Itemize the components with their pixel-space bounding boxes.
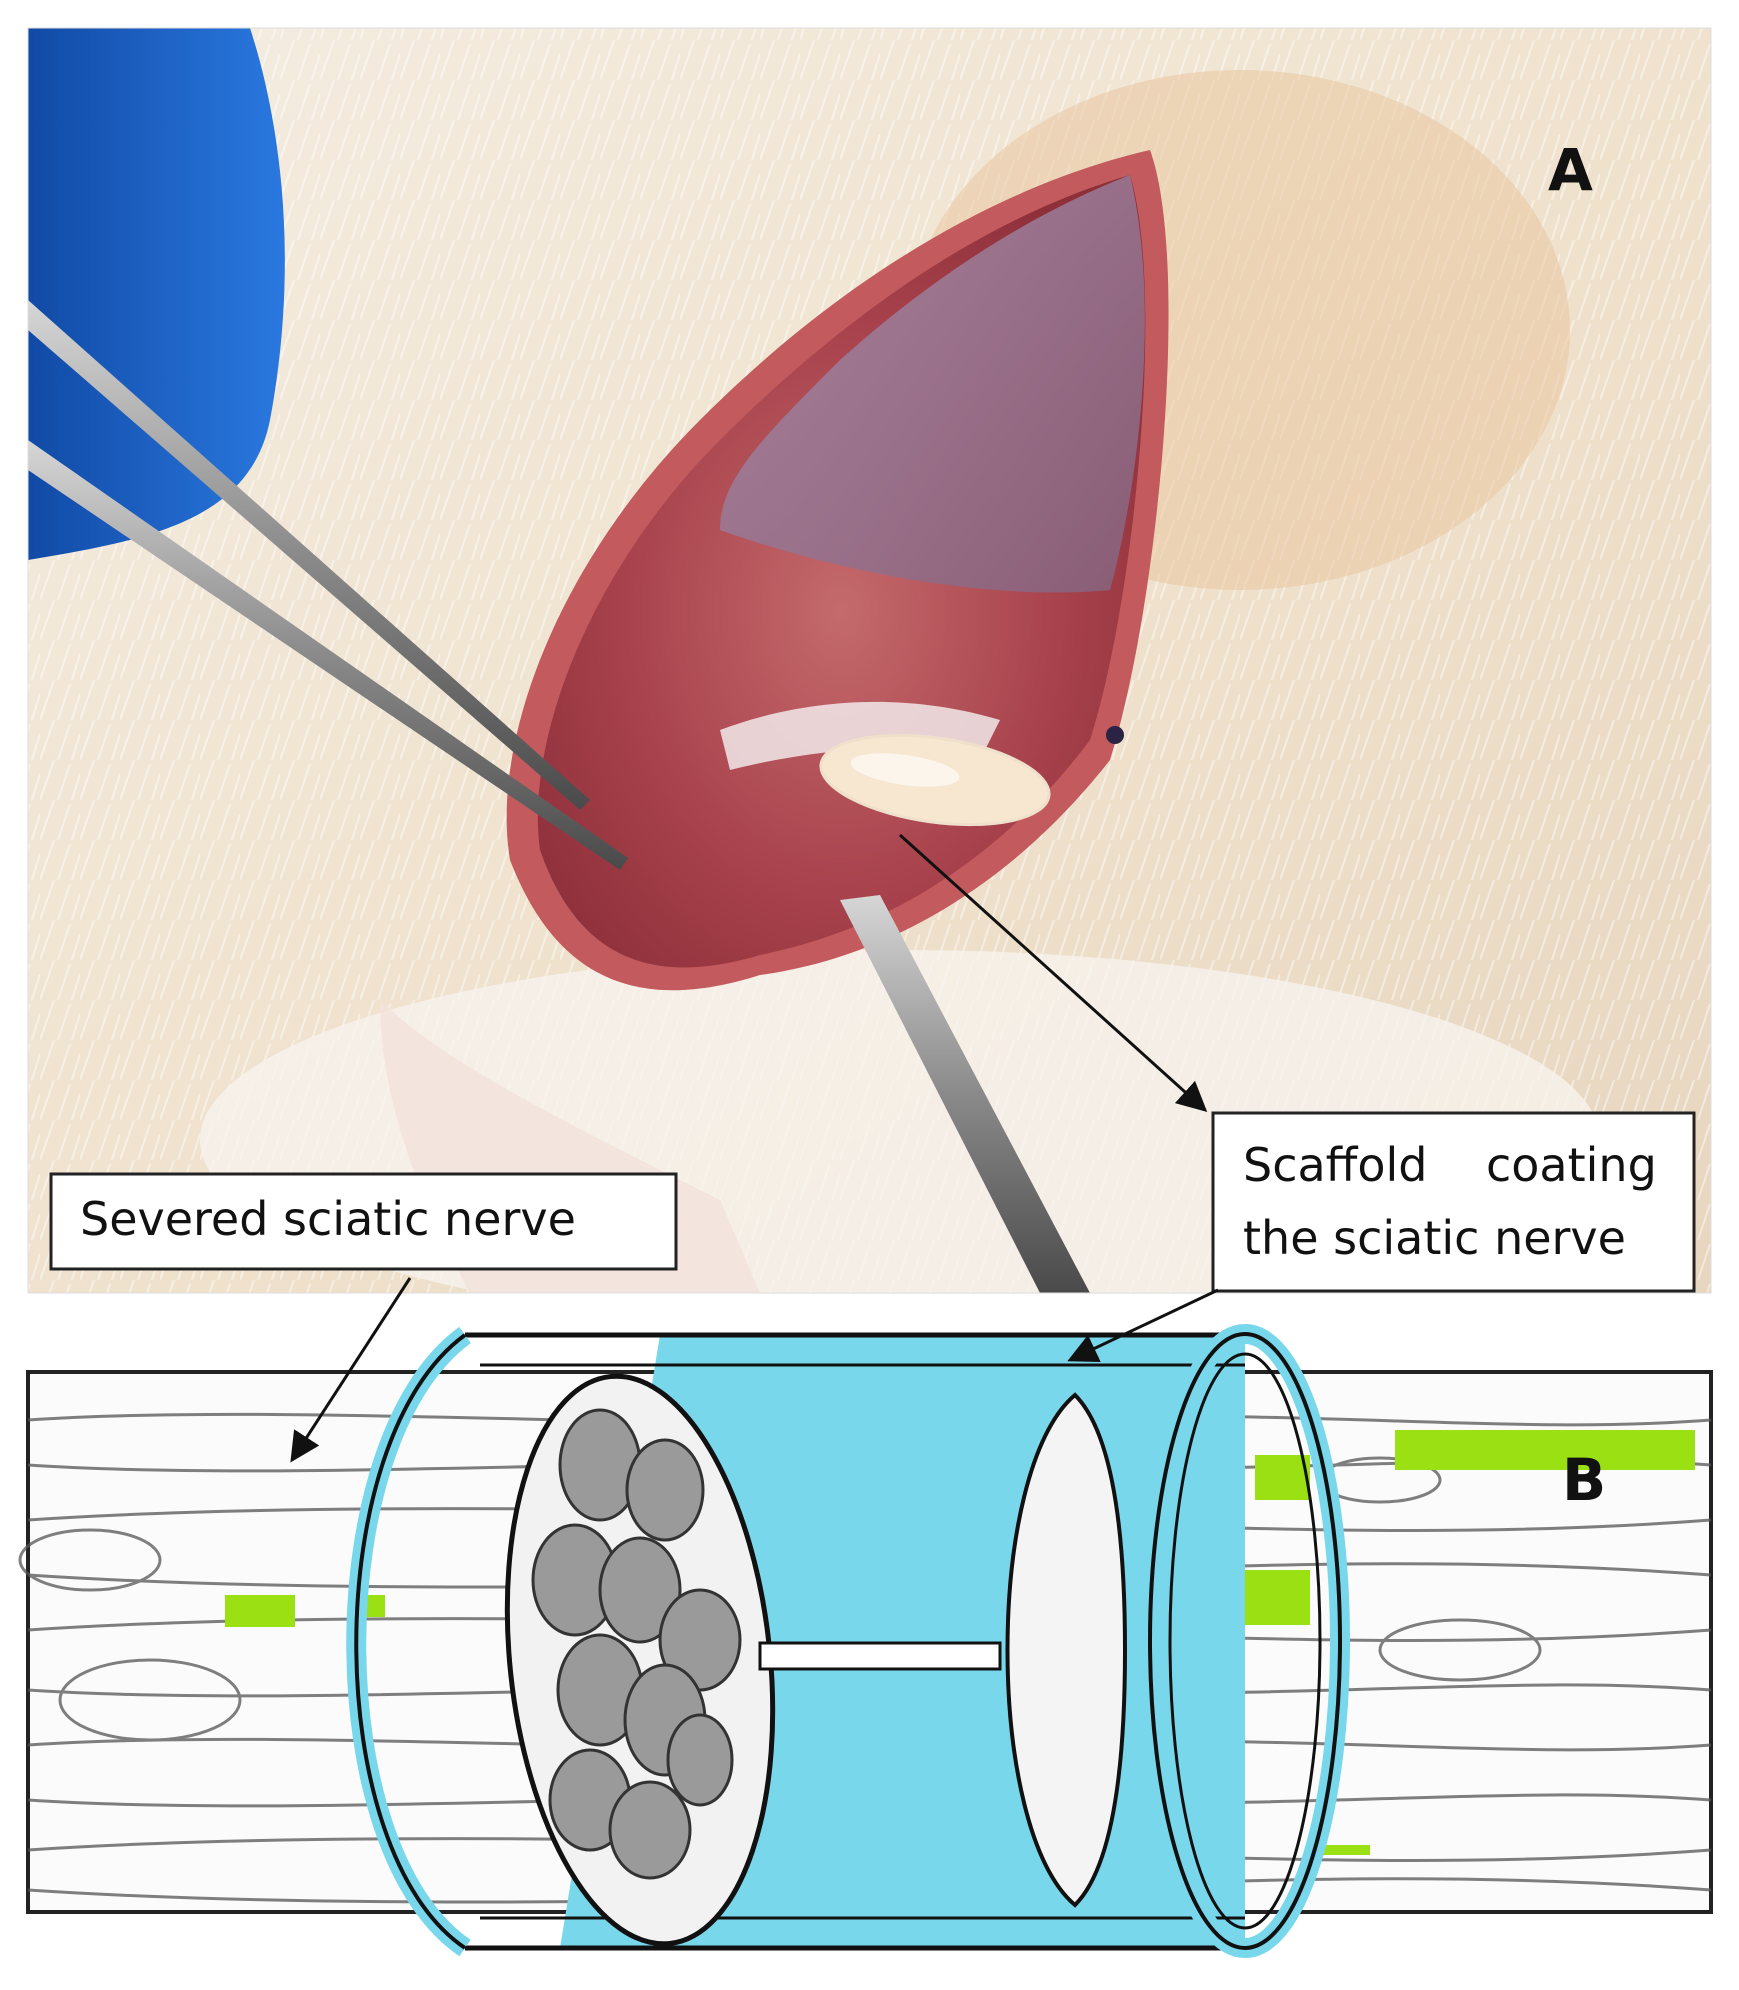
green-mark: [1395, 1430, 1695, 1470]
forceps-upper: [28, 300, 590, 810]
callout-text-scaffold-line1: Scaffold coating: [1243, 1138, 1657, 1192]
arrow-to-severed-nerve: [290, 1277, 412, 1463]
green-mark: [1310, 1845, 1370, 1855]
tube-right-rim-edge: [1148, 1332, 1342, 1950]
callout-scaffold: Scaffold coating the sciatic nerve: [1211, 1111, 1696, 1293]
green-mark: [225, 1595, 295, 1627]
probe-instrument: [840, 895, 1090, 1293]
gap-channel: [758, 1641, 1002, 1671]
fascicle: [608, 1780, 692, 1880]
photo-frame: [27, 27, 1712, 1294]
nerve-loop: [18, 1528, 162, 1592]
suture-knot: [1106, 726, 1124, 744]
muscle-sheath: [720, 175, 1145, 593]
panel-label-a: A: [1548, 136, 1593, 204]
diagram-panel-b: [18, 1324, 1713, 1958]
green-mark: [1255, 1455, 1310, 1500]
arrow-to-scaffold-in-photo: [898, 833, 1208, 1113]
photo-panel-a: [28, 28, 1711, 1293]
fascicle: [625, 1438, 705, 1542]
callout-text-scaffold-line2: the sciatic nerve: [1243, 1211, 1626, 1265]
glove: [28, 28, 285, 560]
forceps-lower: [28, 440, 628, 870]
fascicles: [531, 1408, 742, 1880]
tube-left-rim-edge: [354, 1333, 467, 1950]
nerve-loop: [58, 1658, 242, 1742]
connective-tissue: [720, 701, 1000, 770]
callout-text-severed: Severed sciatic nerve: [80, 1192, 576, 1246]
panel-label-b: B: [1562, 1446, 1606, 1514]
fascicle: [598, 1536, 682, 1644]
nerve-loop: [1378, 1618, 1542, 1682]
arrow-to-scaffold-tube: [1067, 1288, 1219, 1363]
callout-box-severed: [49, 1172, 678, 1271]
right-stump-face: [1005, 1392, 1128, 1908]
fascicle: [666, 1713, 734, 1807]
callout-box-scaffold: [1211, 1111, 1696, 1293]
callout-severed-nerve: Severed sciatic nerve: [49, 1172, 678, 1271]
scaffold-highlight: [850, 753, 960, 787]
tube-right-rim-inner: [1168, 1352, 1322, 1930]
